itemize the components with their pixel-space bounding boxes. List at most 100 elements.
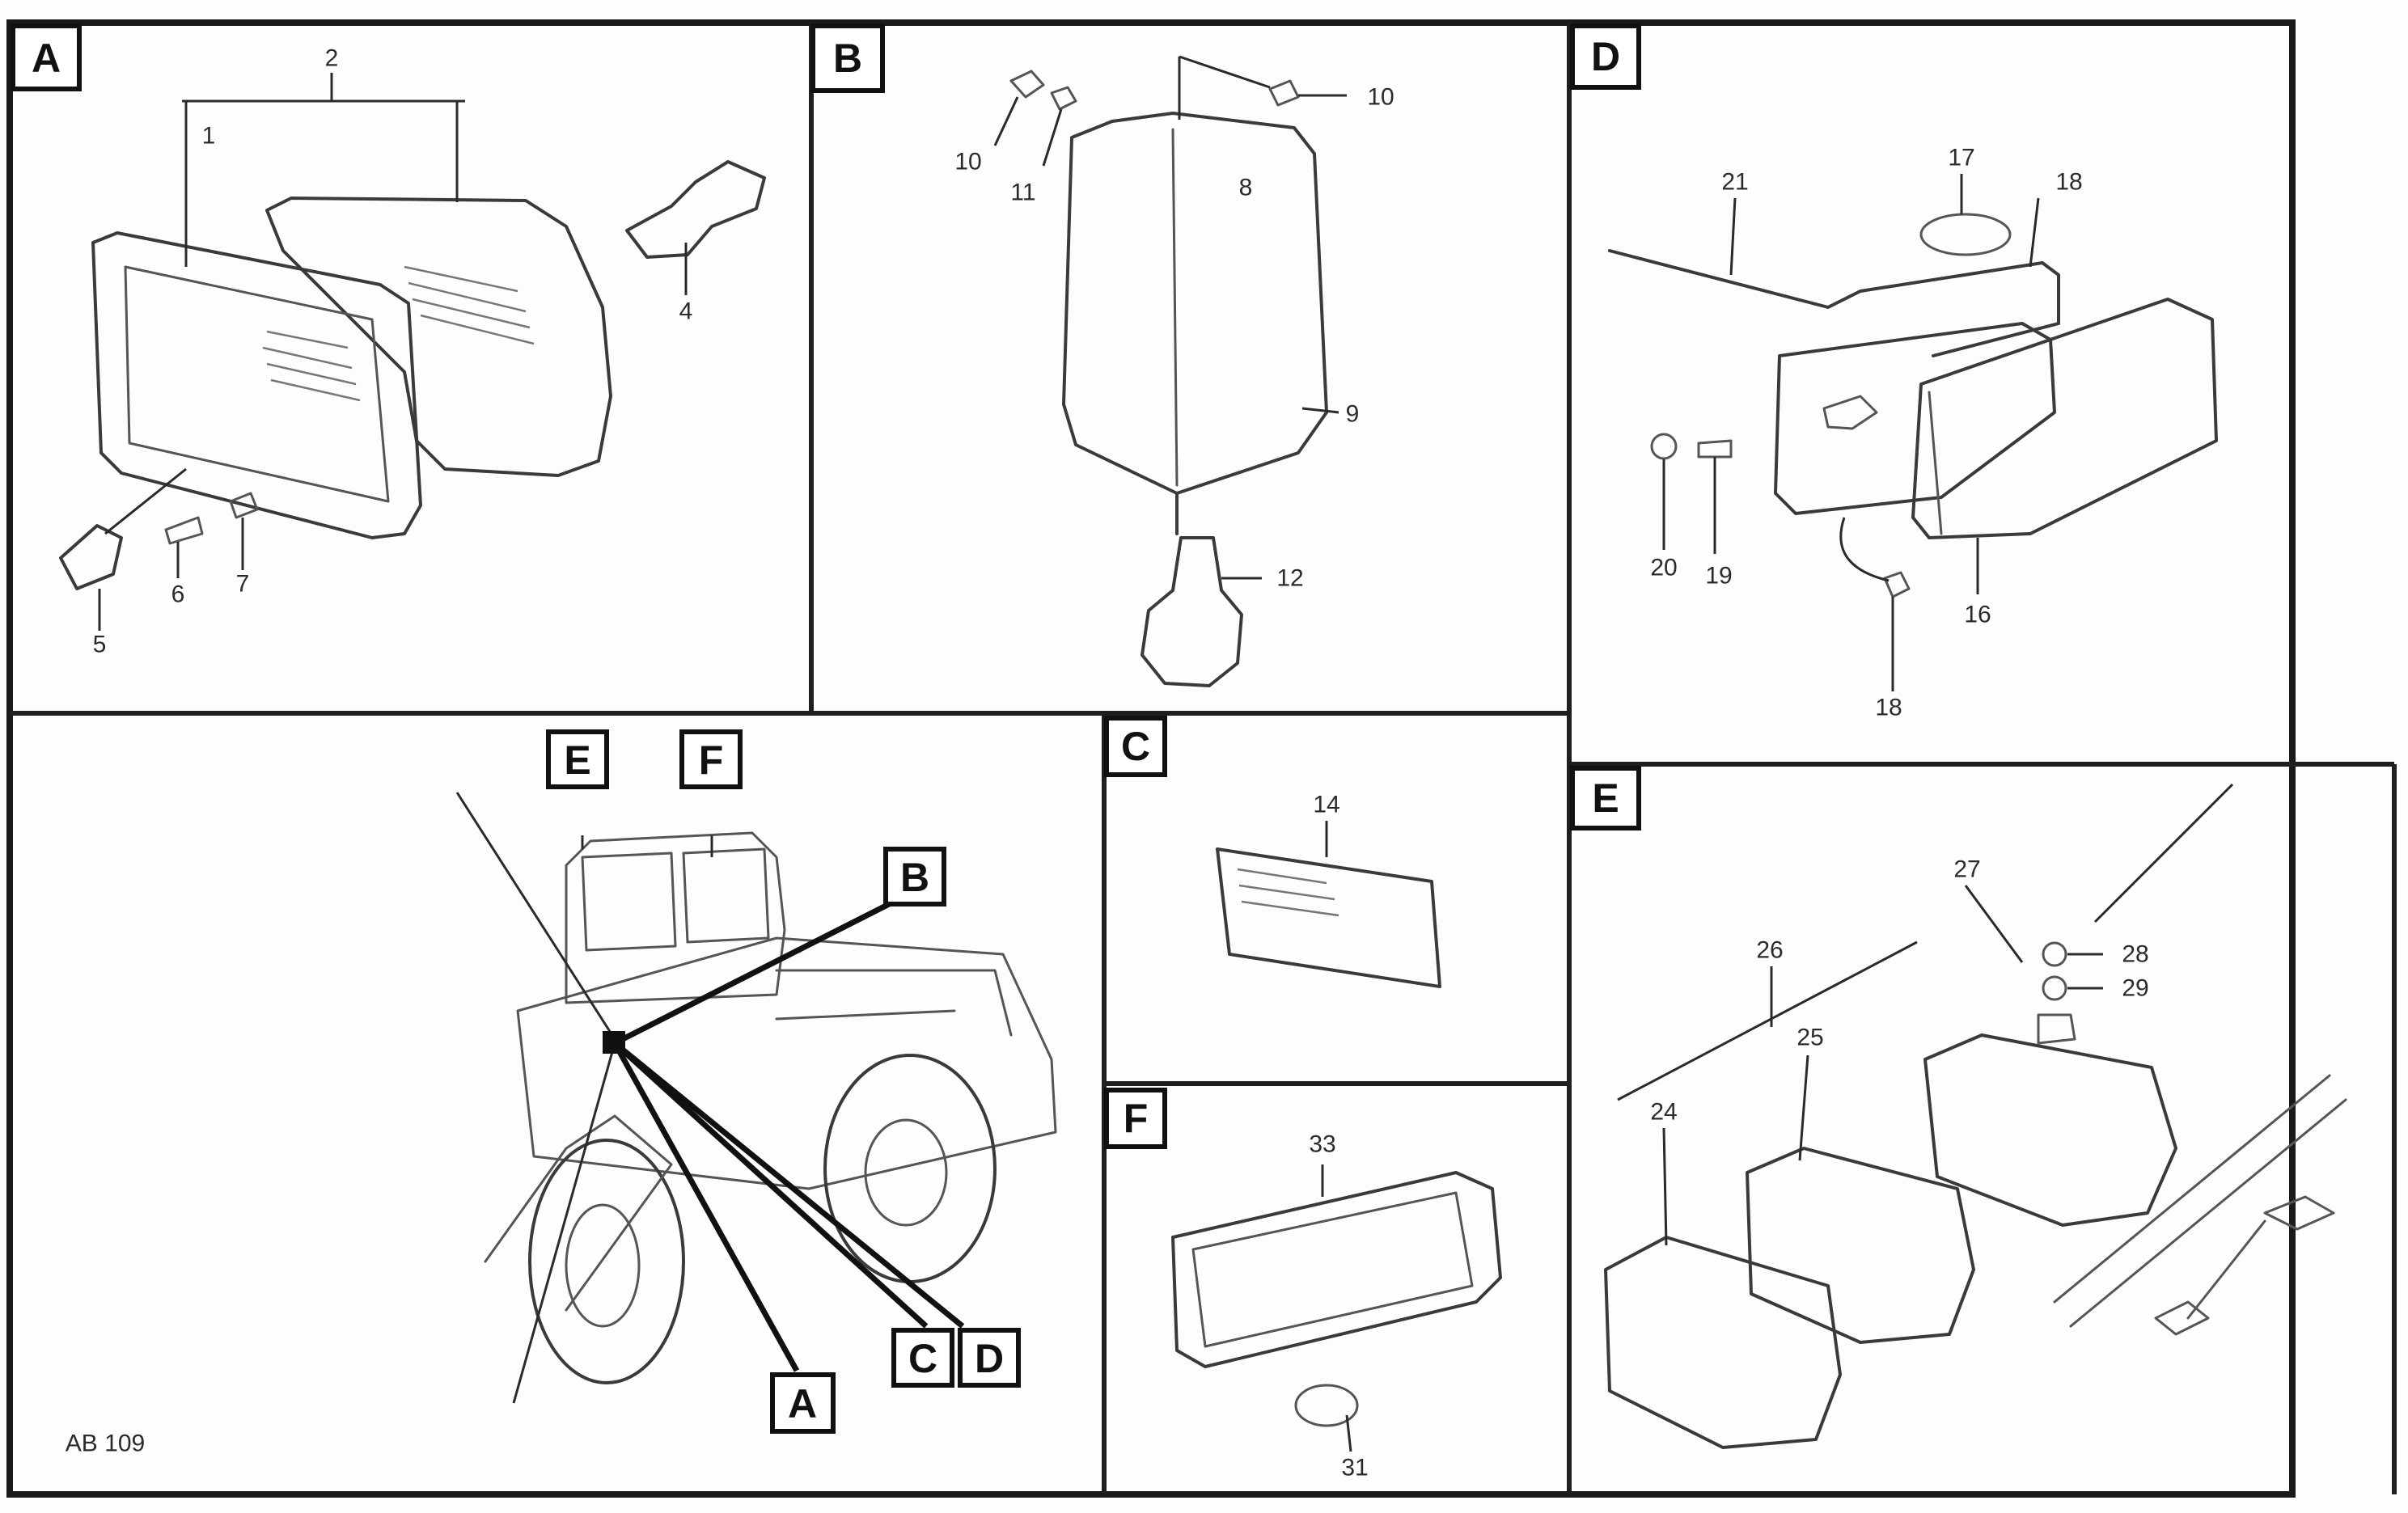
headlamp-housing-hatch [404,265,535,345]
outer-frame [6,19,2296,1498]
connector-cable [2186,1219,2266,1320]
lamp-rail [2053,1074,2331,1304]
lamp-box-edge [1928,391,1943,535]
callout-a-7: 7 [236,571,250,598]
panel-f-label-box [1104,1088,1167,1149]
screw-19 [1883,571,1911,598]
panel-d: D 21 17 18 20 19 16 18 [1570,23,2218,721]
leader-b-10a [993,96,1019,146]
screw-18 [1697,439,1733,459]
leader-b-11 [1042,108,1063,167]
overview-marker-a: A [788,1381,817,1426]
screw-7 [229,492,259,519]
lamp-box [1911,298,2218,539]
headlamp-lens [124,265,390,503]
leader-a-5-body [104,467,187,535]
rear-lamp [1171,1171,1502,1368]
beacon-screw-right [1268,79,1300,107]
leader-e-27-diag [2093,783,2234,923]
leader-overview-d [612,1041,965,1329]
callout-d-20: 20 [1650,555,1677,581]
callout-f-31: 31 [1341,1455,1368,1481]
machine-rear-hub [864,1118,948,1227]
connector-upper [2263,1195,2335,1231]
overview-lamp-mark [603,1031,625,1054]
callout-d-18-bottom: 18 [1875,695,1902,721]
panel-b-label-box [810,23,885,93]
callout-e-29: 29 [2122,975,2148,1002]
overview-marker-d-box [958,1328,1021,1388]
panel-c: C 14 [1104,716,1441,988]
reflector-hatch [1237,868,1339,917]
callout-a-5: 5 [93,632,107,658]
leader-overview-top [455,792,616,1040]
panel-a-label-box [11,23,82,91]
reflector [1216,847,1441,988]
callout-b-11: 11 [1010,180,1035,206]
headlamp-bezel [91,231,422,539]
callout-a-6: 6 [171,581,185,608]
leader-e-27 [1964,885,2024,963]
screw-6 [164,516,204,545]
beacon-screws [1009,70,1077,111]
connector-lower [2154,1300,2210,1336]
leader-b-top-diag [1179,55,1271,89]
panel-c-label-box [1104,716,1167,777]
machine-engine-hood [775,969,1013,1037]
overview-marker-d: D [975,1336,1004,1381]
overview-marker-e: E [564,737,590,783]
machine-cab [565,831,786,1004]
callout-e-28: 28 [2122,941,2148,968]
lamp-rail-lower [2069,1098,2347,1328]
overview-marker-f: F [699,737,724,783]
callout-b-9: 9 [1346,401,1360,428]
leader-d-21 [1729,197,1737,276]
callout-a-1: 1 [202,123,216,150]
panel-a-label: A [32,36,61,81]
lamp-mount [2037,1013,2076,1045]
panel-frames [6,19,2397,1498]
headlamp-lens-hatch [262,330,361,402]
callout-d-19: 19 [1705,563,1732,590]
leader-e-25 [1798,1054,1809,1161]
beacon-body [1062,112,1328,495]
lamp-back-plate [1774,322,2056,515]
callout-b-12: 12 [1276,565,1303,592]
screw-28 [2042,941,2067,967]
leader-e-26-bracket [1617,940,1918,1101]
lamp-housing-middle [1746,1147,1975,1344]
overview-marker-c-box [891,1328,954,1388]
callout-e-24: 24 [1650,1099,1677,1126]
machine-rear-wheel [823,1054,997,1283]
callout-e-26: 26 [1756,937,1783,964]
callout-b-10-right: 10 [1367,84,1394,111]
lamp-housing-front [1604,1236,1842,1449]
overview-drawing-code: AB 109 [66,1431,145,1457]
callout-d-16: 16 [1964,602,1991,628]
headlamp-housing [265,197,612,477]
leader-overview-bottom [512,1042,616,1404]
overview-marker-b: B [900,855,929,900]
leader-e-24 [1662,1127,1668,1246]
overview-marker-f-box [679,729,743,789]
callout-a-4: 4 [679,298,693,325]
panel-e: E 27 28 29 24 25 26 [1570,766,2347,1449]
panel-a: A 2 1 4 5 6 7 [11,23,766,658]
beacon-bulb [1141,536,1243,687]
panel-f: F 33 31 [1104,1088,1502,1481]
machine-front-wheel [528,1139,685,1384]
lamp-housing-rear [1923,1033,2177,1227]
callout-d-18-top: 18 [2055,169,2082,196]
panel-d-label: D [1591,34,1620,79]
machine-front-hub [565,1203,641,1328]
leader-overview-c [612,1041,929,1329]
gasket [1919,213,2012,256]
leader-overview-a [612,1042,800,1372]
leader-d-18-top [2029,197,2040,268]
nut-20 [1650,433,1678,460]
callout-e-27: 27 [1953,856,1980,883]
callout-d-17: 17 [1948,145,1974,171]
callout-f-33: 33 [1309,1131,1335,1158]
